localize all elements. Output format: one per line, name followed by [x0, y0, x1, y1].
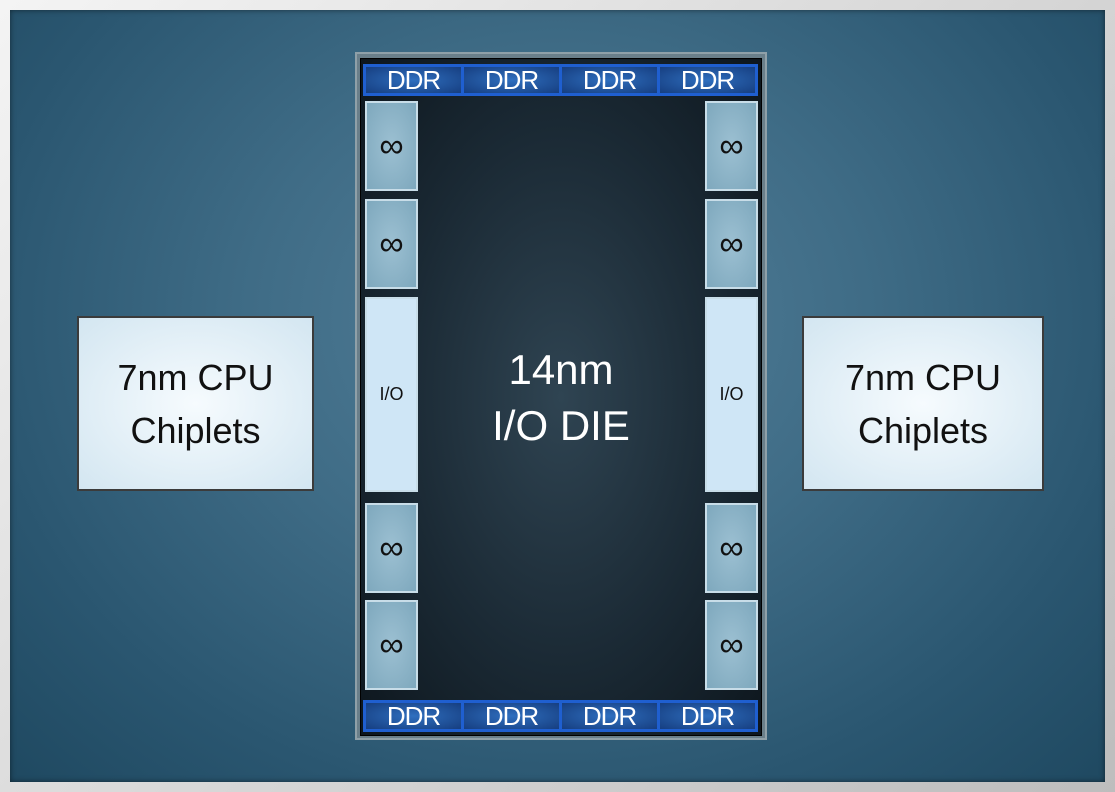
infinity-fabric-link: ∞	[365, 199, 418, 289]
infinity-fabric-link: ∞	[365, 600, 418, 690]
infinity-fabric-link: ∞	[365, 101, 418, 191]
ddr-channel: DDR	[660, 65, 755, 95]
io-block: I/O	[365, 297, 418, 492]
io-die-process: 14nm	[508, 346, 614, 393]
infinity-fabric-link: ∞	[705, 199, 758, 289]
cpu-chiplets-left: 7nm CPU Chiplets	[77, 316, 314, 491]
chiplet-name: Chiplets	[130, 409, 261, 451]
ddr-channel: DDR	[562, 65, 657, 95]
ddr-channel: DDR	[562, 701, 657, 731]
io-die	[360, 58, 762, 736]
ddr-channel: DDR	[660, 701, 755, 731]
chiplet-process: 7nm CPU	[117, 356, 274, 398]
ddr-channel: DDR	[366, 65, 461, 95]
ddr-channel: DDR	[464, 701, 559, 731]
io-block: I/O	[705, 297, 758, 492]
chiplet-name: Chiplets	[857, 409, 989, 451]
infinity-fabric-link: ∞	[365, 503, 418, 593]
io-die-label: 14nm I/O DIE	[360, 342, 762, 454]
cpu-chiplets-right: 7nm CPU Chiplets	[802, 316, 1044, 491]
io-die-name: I/O DIE	[492, 402, 630, 449]
ddr-channel: DDR	[464, 65, 559, 95]
chiplet-process: 7nm CPU	[844, 356, 1002, 398]
infinity-fabric-link: ∞	[705, 503, 758, 593]
ddr-row-bottom: DDR DDR DDR DDR	[363, 700, 758, 732]
ddr-row-top: DDR DDR DDR DDR	[363, 64, 758, 96]
ddr-channel: DDR	[366, 701, 461, 731]
infinity-fabric-link: ∞	[705, 101, 758, 191]
infinity-fabric-link: ∞	[705, 600, 758, 690]
